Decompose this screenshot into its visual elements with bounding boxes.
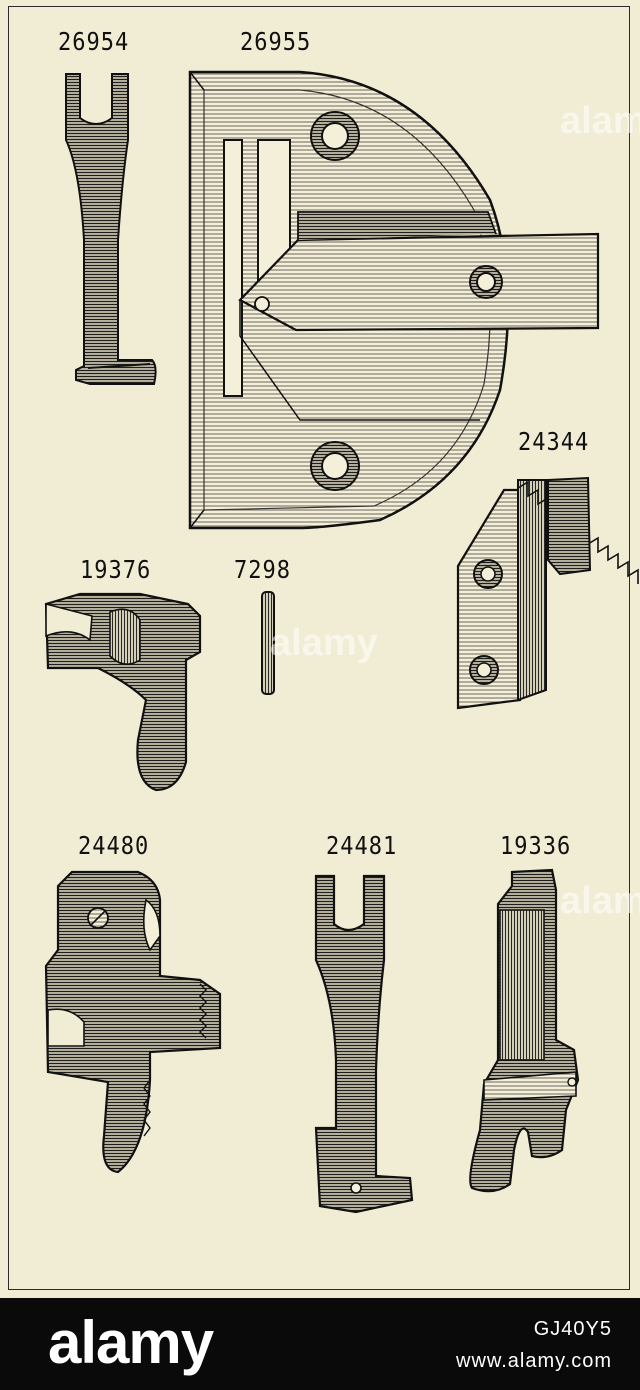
part-label-26954: 26954 <box>58 28 130 57</box>
part-label-24481: 24481 <box>326 832 398 861</box>
part-24480-drawing <box>44 870 222 1174</box>
plate-border <box>8 6 630 1290</box>
part-label-26955: 26955 <box>240 28 312 57</box>
part-label-7298: 7298 <box>234 556 291 585</box>
stock-footer: alamy GJ40Y5 www.alamy.com <box>0 1298 640 1390</box>
part-label-19376: 19376 <box>80 556 152 585</box>
part-7298-drawing <box>261 591 275 695</box>
part-24344-drawing <box>456 476 639 710</box>
part-label-24344: 24344 <box>518 428 590 457</box>
part-26955-drawing <box>188 70 600 530</box>
image-id: GJ40Y5 <box>533 1318 612 1340</box>
catalog-plate: 26954 26955 24344 19376 7298 24480 24481… <box>0 0 640 1298</box>
site-url[interactable]: www.alamy.com <box>456 1350 612 1372</box>
watermark: alamy <box>560 100 640 142</box>
alamy-logo[interactable]: alamy <box>48 1309 214 1376</box>
part-19376-drawing <box>44 592 202 792</box>
part-24481-drawing <box>314 874 414 1214</box>
part-label-24480: 24480 <box>78 832 150 861</box>
part-19336-drawing <box>469 868 580 1193</box>
watermark: alamy <box>270 622 378 664</box>
engravings <box>44 70 639 1214</box>
watermark: alamy <box>560 880 640 922</box>
part-26954-drawing <box>65 73 157 385</box>
part-label-19336: 19336 <box>500 832 572 861</box>
